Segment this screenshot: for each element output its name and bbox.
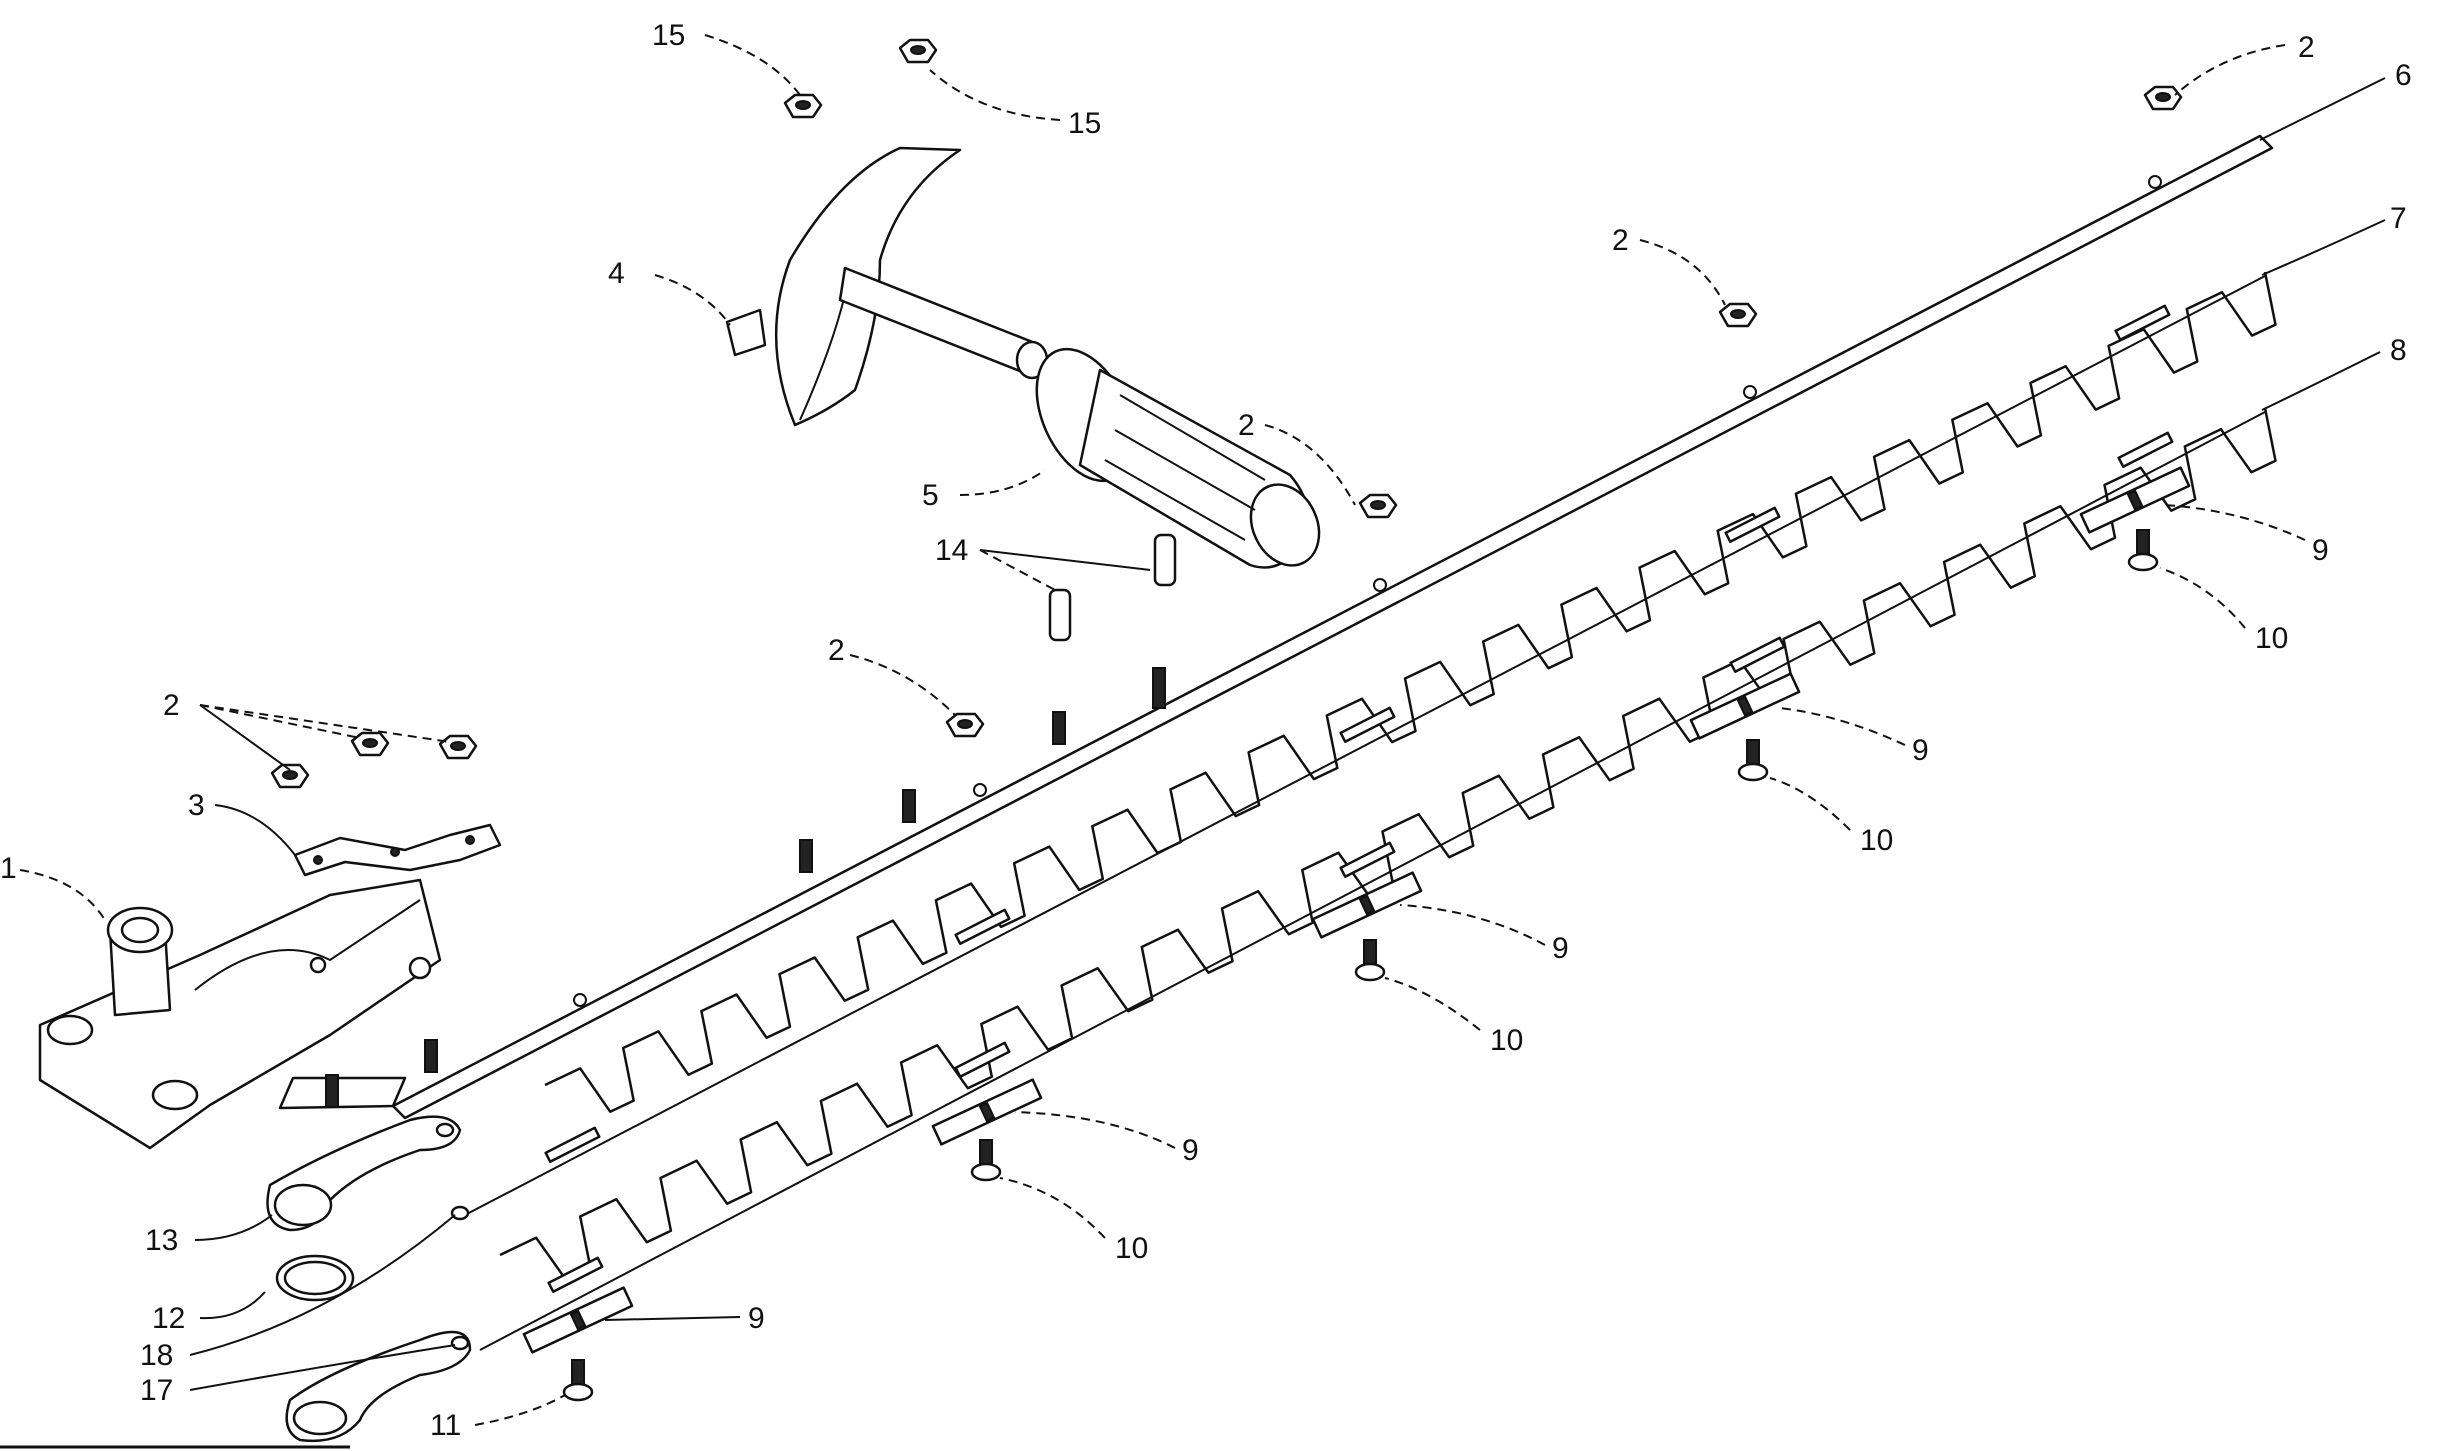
- callout-15-right: 15: [1068, 107, 1101, 140]
- pins: [1048, 533, 1177, 642]
- callout-13: 13: [145, 1224, 178, 1257]
- callout-2-mid: 2: [828, 634, 845, 667]
- callout-1: 1: [0, 852, 17, 885]
- callout-9-d: 9: [1182, 1134, 1199, 1167]
- callout-7: 7: [2390, 202, 2407, 235]
- callout-9-e: 9: [748, 1302, 765, 1335]
- callout-6: 6: [2395, 59, 2412, 92]
- callout-9-a: 9: [2312, 534, 2329, 567]
- callout-12: 12: [152, 1302, 185, 1335]
- callout-2-handle: 2: [1238, 409, 1255, 442]
- callout-2-left: 2: [163, 689, 180, 722]
- callout-18: 18: [140, 1339, 173, 1372]
- callout-15-left: 15: [652, 19, 685, 52]
- callout-10-a: 10: [2255, 622, 2288, 655]
- callout-labels: 1 2 2 2 2 2 3 4 5 6 7 8 9 9 9 9 9 10 10 …: [0, 19, 2412, 1442]
- callout-8: 8: [2390, 334, 2407, 367]
- callout-9-c: 9: [1552, 932, 1569, 965]
- callout-10-b: 10: [1860, 824, 1893, 857]
- leader-lines: [19, 34, 2386, 1426]
- gear-housing: [38, 878, 442, 1150]
- callout-10-c: 10: [1490, 1024, 1523, 1057]
- clips-and-bolts: [522, 466, 2191, 1402]
- callout-11: 11: [430, 1409, 461, 1442]
- connecting-plate: [293, 823, 502, 877]
- callout-9-b: 9: [1912, 734, 1929, 767]
- callout-3: 3: [188, 789, 205, 822]
- drive-links: [266, 1115, 472, 1442]
- top-blade-bar: [278, 134, 2274, 1120]
- hex-nuts: [270, 38, 2183, 789]
- hand-guard: [725, 146, 1049, 427]
- upper-toothed-blade: [464, 271, 2277, 1216]
- callout-5: 5: [922, 479, 939, 512]
- callout-14: 14: [935, 534, 968, 567]
- lower-toothed-blade: [479, 407, 2277, 1351]
- callout-17: 17: [140, 1374, 173, 1407]
- callout-4: 4: [608, 257, 625, 290]
- callout-10-d: 10: [1115, 1232, 1148, 1265]
- callout-2-upper: 2: [1612, 224, 1629, 257]
- studs: [325, 667, 1166, 1108]
- callout-2-top: 2: [2298, 31, 2315, 64]
- handle-grip: [1035, 347, 1321, 569]
